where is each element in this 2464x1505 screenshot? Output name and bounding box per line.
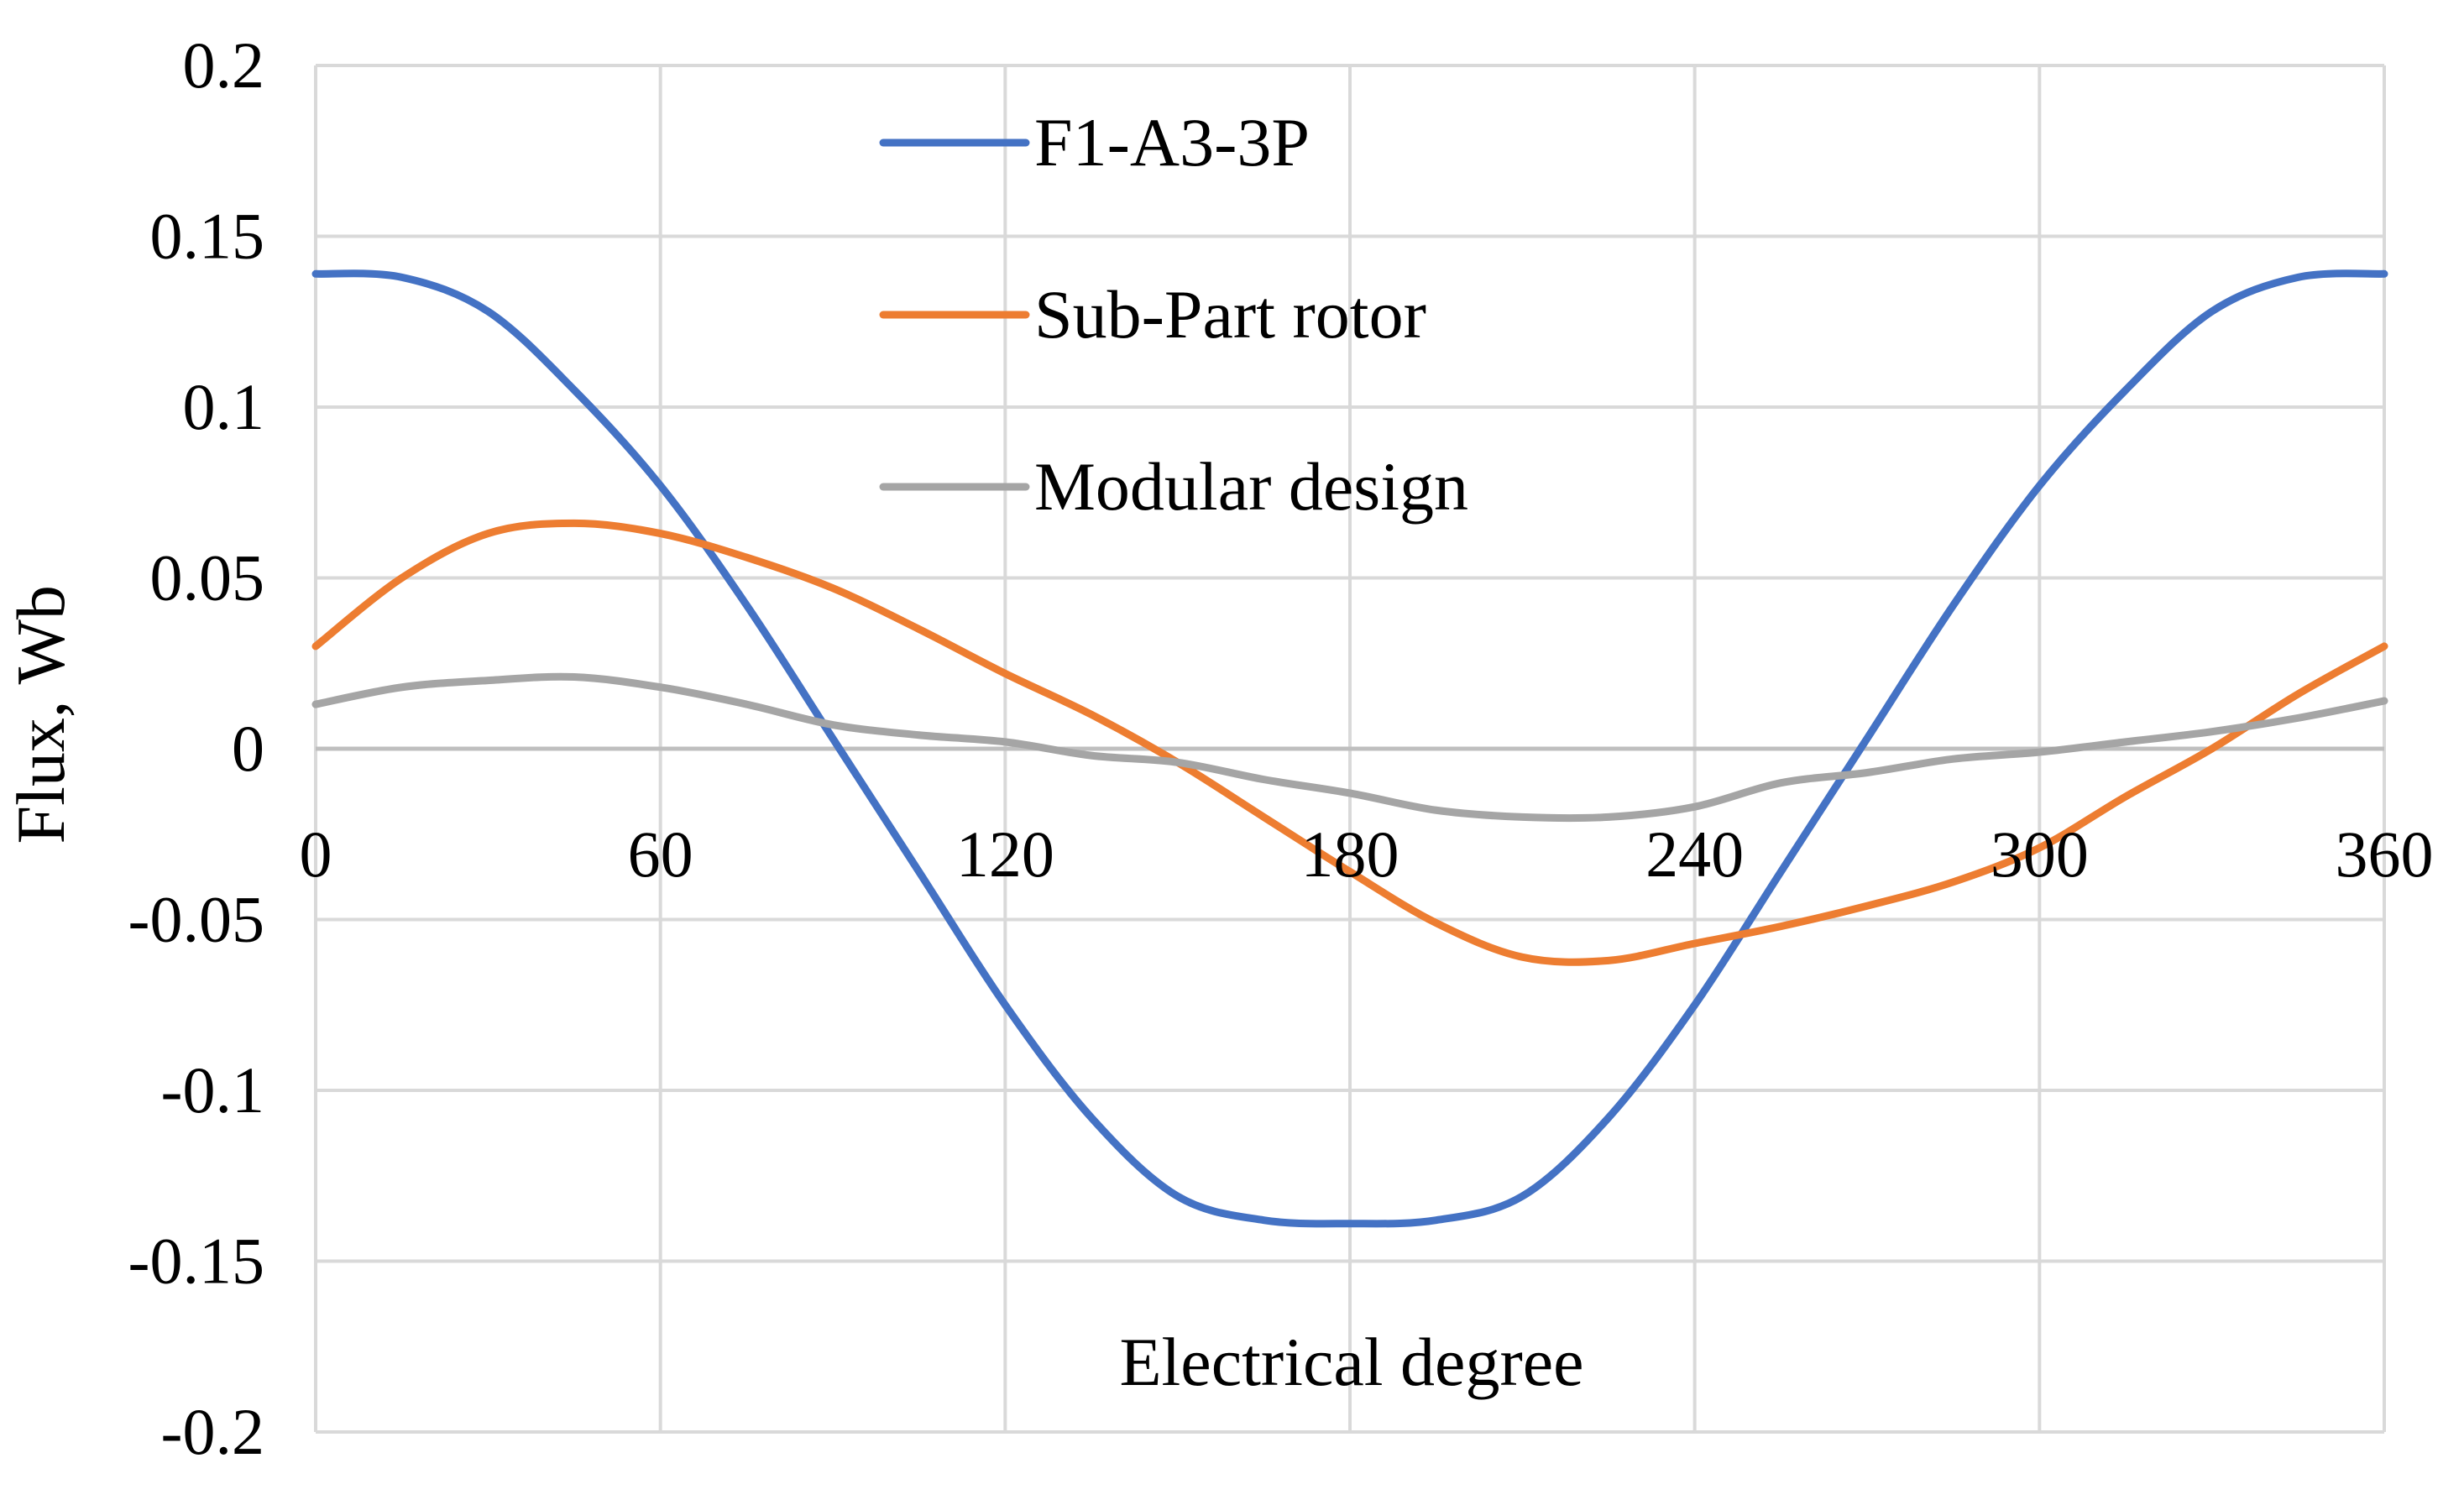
y-tick-label: 0 bbox=[232, 712, 264, 785]
y-tick-label: -0.05 bbox=[128, 883, 264, 956]
y-axis-label: Flux, Wb bbox=[3, 585, 79, 844]
grid bbox=[314, 64, 2386, 1434]
x-tick-label: 240 bbox=[1645, 818, 1744, 891]
y-tick-label: 0.1 bbox=[183, 370, 265, 443]
y-tick-label: 0.15 bbox=[150, 200, 265, 273]
y-tick-label: -0.1 bbox=[161, 1053, 264, 1126]
x-tick-label: 180 bbox=[1301, 818, 1399, 891]
series-line-0 bbox=[311, 269, 2388, 1228]
x-axis-label: Electrical degree bbox=[1119, 1324, 1583, 1400]
y-tick-label: 0.2 bbox=[183, 29, 265, 102]
x-tick-label: 60 bbox=[628, 818, 693, 891]
y-tick-label: -0.15 bbox=[128, 1225, 264, 1298]
series-line-1 bbox=[311, 519, 2388, 966]
series-line-2 bbox=[311, 672, 2388, 823]
x-tick-label: 0 bbox=[300, 818, 332, 891]
tick-labels: 0.2 0.15 0.1 0.05 0 -0.05 -0.1 -0.15 -0.2 0 60 120 1… bbox=[128, 29, 2434, 1468]
x-tick-label: 120 bbox=[956, 818, 1054, 891]
legend-label: F1-A3-3P bbox=[1034, 104, 1310, 180]
legend-label: Modular design bbox=[1034, 448, 1468, 525]
series-lines bbox=[311, 269, 2388, 1228]
legend-label: Sub-Part rotor bbox=[1034, 276, 1426, 353]
x-tick-label: 300 bbox=[1991, 818, 2089, 891]
x-tick-label: 360 bbox=[2336, 818, 2434, 891]
y-tick-label: -0.2 bbox=[161, 1395, 264, 1468]
y-tick-label: 0.05 bbox=[150, 541, 265, 614]
